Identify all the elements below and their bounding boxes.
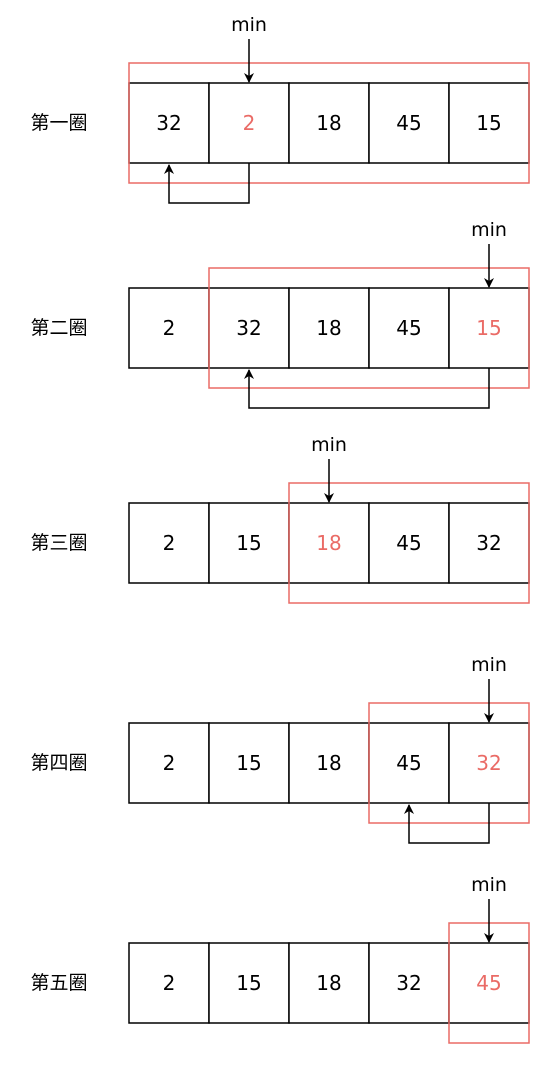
- min-value: 32: [476, 751, 501, 775]
- round-label: 第四圈: [30, 752, 87, 774]
- array-cell: [128, 722, 210, 804]
- min-value: 18: [316, 531, 341, 555]
- array-cell: [128, 502, 210, 584]
- cell-value: 32: [396, 971, 421, 995]
- round-4: 第四圈 2 15 18 45 32 min: [30, 654, 530, 844]
- cell-value: 15: [236, 531, 261, 555]
- unsorted-range-box: [208, 267, 530, 389]
- cell-value: 2: [163, 971, 176, 995]
- array-cell: [288, 942, 370, 1024]
- array-cell: [128, 287, 210, 369]
- min-pointer-label: min: [231, 14, 267, 36]
- min-value: 2: [243, 111, 256, 135]
- cell-value: 45: [396, 751, 421, 775]
- array-cell: [368, 287, 450, 369]
- unsorted-range-box: [368, 702, 530, 824]
- cell-value: 45: [396, 111, 421, 135]
- array-cell: [288, 287, 370, 369]
- array-cell: [128, 942, 210, 1024]
- cell-value: 15: [236, 971, 261, 995]
- min-value: 15: [476, 316, 501, 340]
- array-cell: [208, 942, 290, 1024]
- min-value: 45: [476, 971, 501, 995]
- cell-value: 2: [163, 751, 176, 775]
- cell-value: 45: [396, 531, 421, 555]
- cell-value: 32: [236, 316, 261, 340]
- array-cell: [288, 82, 370, 164]
- round-1: 第一圈 32 2 18 45 15 min: [30, 14, 530, 204]
- swap-arrow: [244, 368, 490, 409]
- array-cell: [368, 942, 450, 1024]
- cell-value: 15: [476, 111, 501, 135]
- unsorted-range-box: [128, 62, 530, 184]
- array-cell: [128, 82, 210, 164]
- array-cell: [288, 502, 370, 584]
- cell-value: 32: [476, 531, 501, 555]
- cell-value: 18: [316, 751, 341, 775]
- min-pointer-label: min: [311, 434, 347, 456]
- array-cell: [208, 82, 290, 164]
- cell-value: 18: [316, 316, 341, 340]
- array-cell: [208, 722, 290, 804]
- array-cell: [208, 502, 290, 584]
- cell-value: 18: [316, 111, 341, 135]
- round-label: 第三圈: [30, 532, 87, 554]
- array-cell: [448, 502, 530, 584]
- round-label: 第二圈: [30, 317, 87, 339]
- round-label: 第一圈: [30, 112, 87, 134]
- cell-value: 2: [163, 316, 176, 340]
- cell-value: 2: [163, 531, 176, 555]
- array-cell: [208, 287, 290, 369]
- min-pointer-label: min: [471, 219, 507, 241]
- array-cell: [368, 502, 450, 584]
- unsorted-range-box: [288, 482, 530, 604]
- swap-arrow: [164, 163, 250, 204]
- array-cell: [288, 722, 370, 804]
- min-pointer-label: min: [471, 654, 507, 676]
- array-cell: [368, 722, 450, 804]
- cell-value: 18: [316, 971, 341, 995]
- round-3: 第三圈 2 15 18 45 32 min: [30, 434, 530, 604]
- cell-value: 45: [396, 316, 421, 340]
- round-label: 第五圈: [30, 972, 87, 994]
- cell-value: 32: [156, 111, 181, 135]
- min-pointer-label: min: [471, 874, 507, 896]
- array-cell: [448, 82, 530, 164]
- round-2: 第二圈 2 32 18 45 15 min: [30, 219, 530, 409]
- cell-value: 15: [236, 751, 261, 775]
- round-5: 第五圈 2 15 18 32 45 min: [30, 874, 530, 1044]
- swap-arrow: [404, 803, 490, 844]
